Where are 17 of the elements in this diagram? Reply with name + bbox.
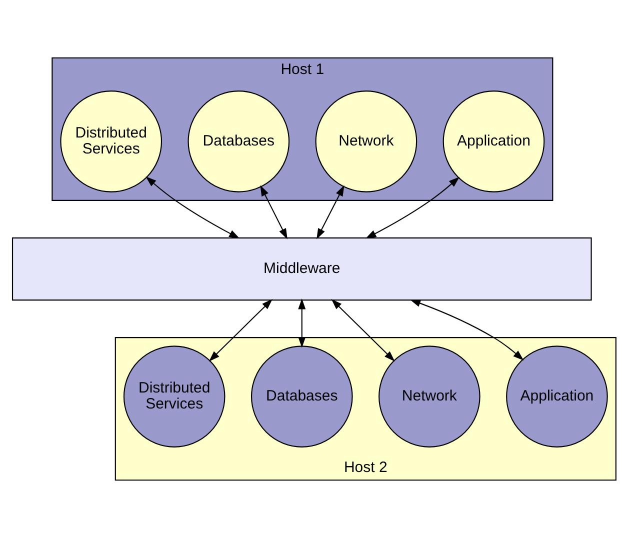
node-circle: Application — [506, 345, 608, 447]
node-circle: Databases — [250, 345, 353, 447]
node-circle: Network — [315, 90, 418, 192]
arrow — [331, 298, 395, 361]
arrow — [410, 299, 524, 360]
arrow — [208, 298, 272, 361]
arrow — [316, 184, 344, 239]
arrow — [260, 184, 288, 239]
arrow — [298, 298, 306, 348]
arrow — [146, 176, 240, 238]
arrow — [365, 176, 460, 238]
node-circle: Distributed Services — [123, 345, 226, 447]
node-circle: Network — [378, 345, 480, 447]
node-circle: Distributed Services — [60, 90, 162, 192]
node-circle: Application — [442, 90, 545, 192]
node-box: Middleware — [12, 236, 592, 300]
node-circle: Databases — [188, 90, 290, 192]
